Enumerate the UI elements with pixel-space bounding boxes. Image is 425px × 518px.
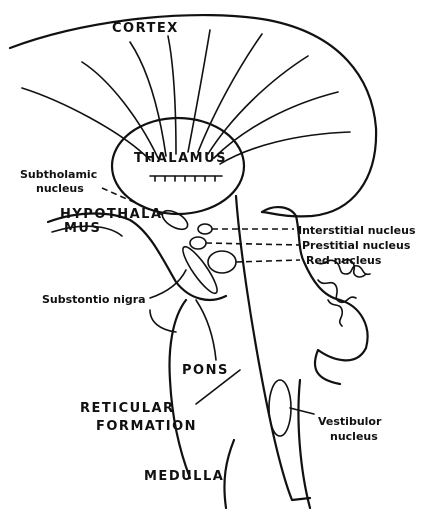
substantia-nigra-leader bbox=[150, 270, 186, 298]
prestitial-nucleus-shape bbox=[190, 237, 206, 249]
subthalamic-nucleus-shape bbox=[159, 207, 190, 233]
red-nucleus-leader bbox=[236, 260, 300, 262]
brainstem-anterior-outline bbox=[170, 300, 190, 478]
label-vestibular-1: Vestibulor bbox=[318, 415, 382, 428]
label-thalamus: THALAMUS bbox=[134, 151, 227, 166]
label-prestitial: Prestitial nucleus bbox=[302, 239, 411, 252]
label-substantia-nigra: Substontio nigra bbox=[42, 293, 146, 306]
label-pons: PONS bbox=[182, 363, 229, 378]
label-medulla: MEDULLA bbox=[144, 469, 224, 484]
vestibular-leader bbox=[290, 408, 314, 414]
label-reticular-2: FORMATION bbox=[96, 419, 197, 434]
prestitial-leader bbox=[206, 243, 300, 245]
interstitial-nucleus-shape bbox=[198, 224, 212, 234]
label-vestibular-2: nucleus bbox=[330, 430, 378, 443]
label-hypothalamus-2: MUS bbox=[64, 221, 101, 236]
label-red-nucleus: Red nucleus bbox=[306, 254, 382, 267]
thalamus-outline bbox=[112, 118, 244, 214]
label-hypothalamus-1: HYPOTHALA bbox=[60, 207, 163, 222]
label-interstitial: Interstitial nucleus bbox=[298, 224, 416, 237]
vestibular-nucleus-shape bbox=[269, 380, 291, 436]
label-subthalamic-1: Subtholamic bbox=[20, 168, 97, 181]
label-reticular-1: RETICULAR bbox=[80, 401, 175, 416]
red-nucleus-shape bbox=[208, 251, 236, 273]
label-cortex: CORTEX bbox=[112, 21, 179, 36]
substantia-nigra-shape bbox=[178, 243, 222, 297]
thalamocortical-fibers bbox=[22, 30, 350, 164]
label-subthalamic-2: nucleus bbox=[36, 182, 84, 195]
